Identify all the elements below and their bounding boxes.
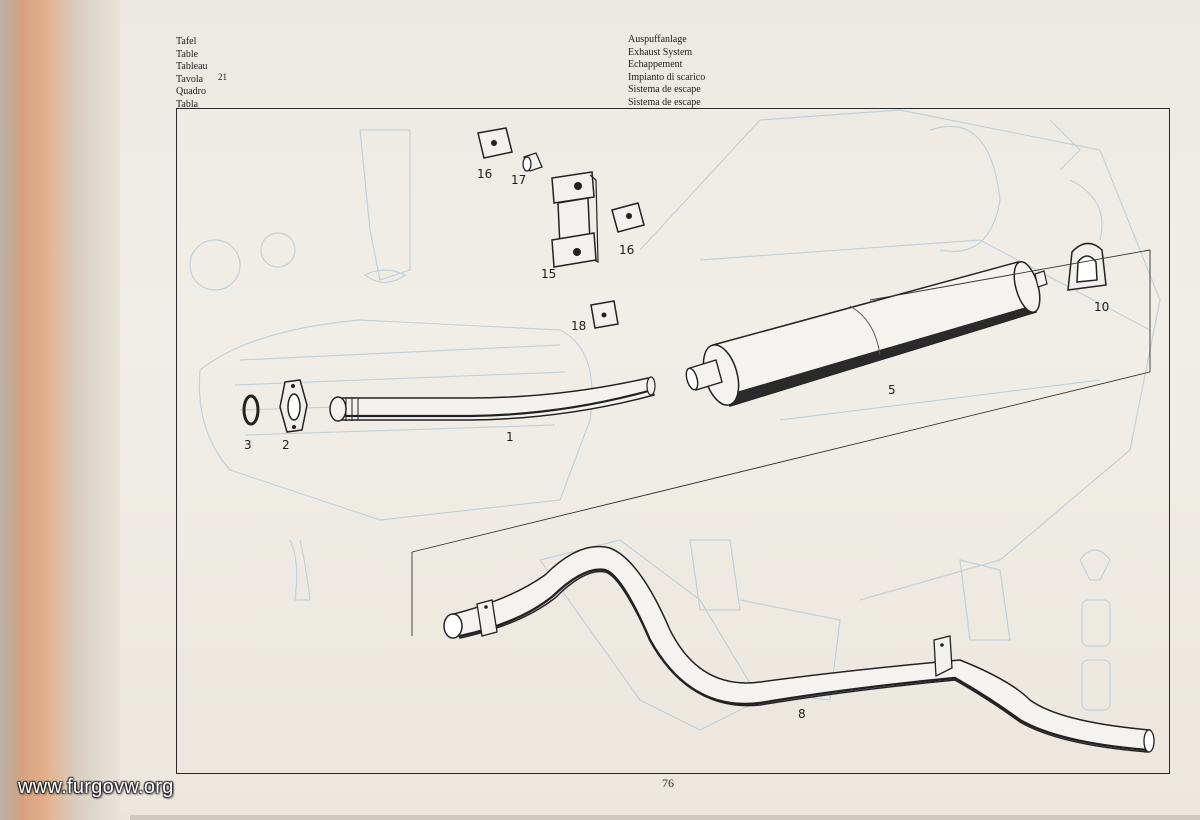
callout-3: 3 [244,438,252,452]
callout-5: 5 [888,383,896,397]
part-5-muffler [685,261,1048,407]
callout-18: 18 [571,319,586,333]
table-title: Tavola [176,73,204,85]
section-title-list: Auspuffanlage Exhaust System Echappement… [628,34,705,109]
callout-2: 2 [282,438,290,452]
section-title: Sistema de escape [628,84,701,95]
part-16-clamp-plate-side [611,202,645,233]
table-title: Quadro [176,86,206,97]
callout-1: 1 [506,430,514,444]
callout-10: 10 [1094,300,1109,314]
callout-17: 17 [511,173,526,187]
table-title-list: Tafel Table Tableau Tavola Quadro Tabla [176,36,208,111]
section-title: Sistema de escape [628,96,701,108]
part-16-clamp-plate-top [477,127,513,159]
part-8-tailpipe [443,545,1155,753]
part-15-bracket [551,171,599,268]
diagram-frame [176,108,1170,774]
callout-16: 16 [619,243,634,257]
table-title: Tafel [176,36,197,47]
ghost-vehicle-outline [189,109,1161,731]
part-17-sleeve [522,152,543,172]
section-title: Echappement [628,59,683,70]
part-1-front-pipe [329,376,656,422]
section-title: Impianto di scarico [628,71,706,83]
section-title: Exhaust System [628,46,693,58]
table-title: Table [176,48,199,60]
section-title: Auspuffanlage [628,34,687,45]
table-number: 21 [218,72,227,82]
part-3-gasket [242,394,260,426]
site-watermark: www.furgovw.org [18,776,174,798]
callout-15: 15 [541,267,556,281]
part-2-flange [279,379,308,433]
page-number: 76 [662,776,674,790]
table-title: Tabla [176,98,199,110]
part-10-hanger [1067,242,1107,291]
reference-plane [411,249,1151,636]
book-page-edge [0,0,130,820]
part-18-nut-plate [590,300,619,329]
table-title: Tableau [176,61,208,72]
callout-16: 16 [477,167,492,181]
callout-8: 8 [798,707,806,721]
